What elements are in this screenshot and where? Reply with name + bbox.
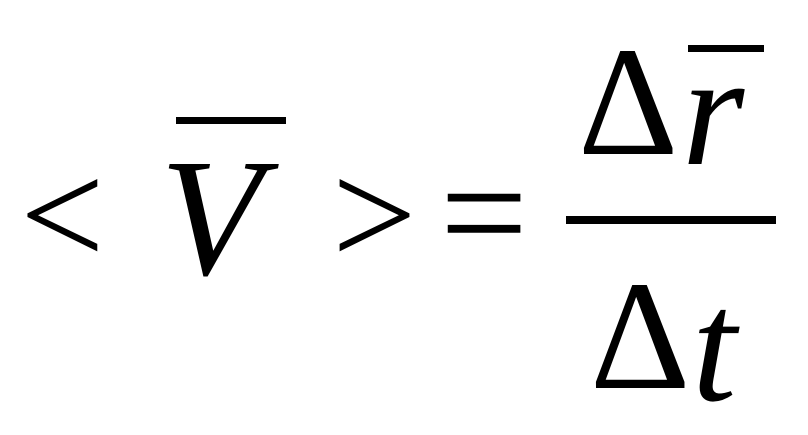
velocity-symbol: V xyxy=(160,125,263,311)
numerator-delta: Δ xyxy=(578,15,679,188)
time-symbol: t xyxy=(692,257,737,435)
right-angle-bracket: > xyxy=(332,132,417,298)
left-angle-bracket: < xyxy=(20,132,105,298)
displacement-vector-bar xyxy=(688,45,764,52)
equals-sign: = xyxy=(440,126,528,299)
fraction-bar xyxy=(566,216,776,224)
denominator-delta: Δ xyxy=(590,249,691,422)
displacement-symbol: r xyxy=(682,21,745,199)
velocity-vector-bar xyxy=(176,117,286,124)
